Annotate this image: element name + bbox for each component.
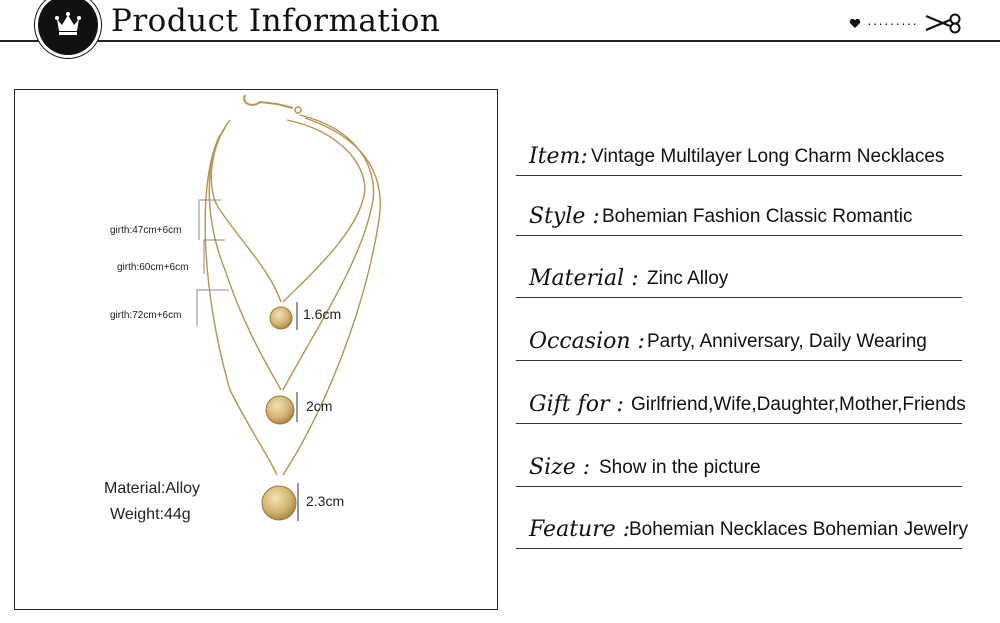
heart-icon [849, 18, 861, 28]
girth-label-2: girth:60cm+6cm [117, 262, 189, 273]
info-key: Style : [529, 204, 600, 229]
info-key: Gift for : [529, 392, 624, 417]
info-key: Material : [529, 266, 639, 291]
pendant-size-large: 2.3cm [306, 493, 345, 509]
material-spec: Material:Alloy [104, 480, 201, 497]
crown-icon [55, 12, 81, 35]
info-value: Show in the picture [599, 457, 761, 478]
info-row-item: Item: Vintage Multilayer Long Charm Neck… [516, 130, 962, 176]
info-value: Girlfriend,Wife,Daughter,Mother,Friends [631, 394, 966, 415]
pendant-small [269, 306, 293, 330]
necklace-illustration [196, 94, 381, 521]
row-divider [516, 175, 962, 176]
section-header: Product Information ········· [0, 0, 1000, 80]
info-key: Size : [529, 455, 591, 480]
info-key: Occasion : [529, 329, 645, 354]
info-value: Party, Anniversary, Daily Wearing [647, 331, 927, 352]
info-value: Bohemian Necklaces Bohemian Jewelry [629, 519, 968, 540]
dotted-line: ········· [867, 15, 918, 31]
header-divider [0, 40, 1000, 42]
info-value: Zinc Alloy [647, 268, 729, 289]
info-key: Feature : [529, 517, 631, 542]
row-divider [516, 423, 962, 424]
pendant-medium [265, 395, 295, 425]
info-row-occasion: Occasion : Party, Anniversary, Daily Wea… [516, 315, 962, 361]
scissors-icon [925, 13, 961, 34]
info-row-material: Material : Zinc Alloy [516, 252, 962, 298]
row-divider [516, 360, 962, 361]
pendant-size-medium: 2cm [306, 398, 333, 414]
info-value: Vintage Multilayer Long Charm Necklaces [591, 146, 945, 167]
pendant-large [261, 485, 297, 521]
girth-label-3: girth:72cm+6cm [110, 310, 182, 321]
row-divider [516, 297, 962, 298]
info-row-size: Size : Show in the picture [516, 441, 962, 487]
info-key: Item: [529, 144, 588, 169]
row-divider [516, 486, 962, 487]
page-title: Product Information [111, 3, 441, 39]
pendant-size-small: 1.6cm [303, 306, 342, 322]
weight-spec: Weight:44g [110, 506, 191, 523]
row-divider [516, 235, 962, 236]
product-image: girth:47cm+6cm girth:60cm+6cm girth:72cm… [14, 89, 498, 610]
info-value: Bohemian Fashion Classic Romantic [602, 206, 913, 227]
info-row-gift-for: Gift for : Girlfriend,Wife,Daughter,Moth… [516, 378, 966, 424]
info-row-style: Style : Bohemian Fashion Classic Romanti… [516, 190, 962, 236]
header-decoration: ········· [849, 12, 964, 34]
crown-badge [38, 0, 98, 55]
info-row-feature: Feature : Bohemian Necklaces Bohemian Je… [516, 503, 968, 549]
row-divider [516, 548, 962, 549]
girth-label-1: girth:47cm+6cm [110, 225, 182, 236]
